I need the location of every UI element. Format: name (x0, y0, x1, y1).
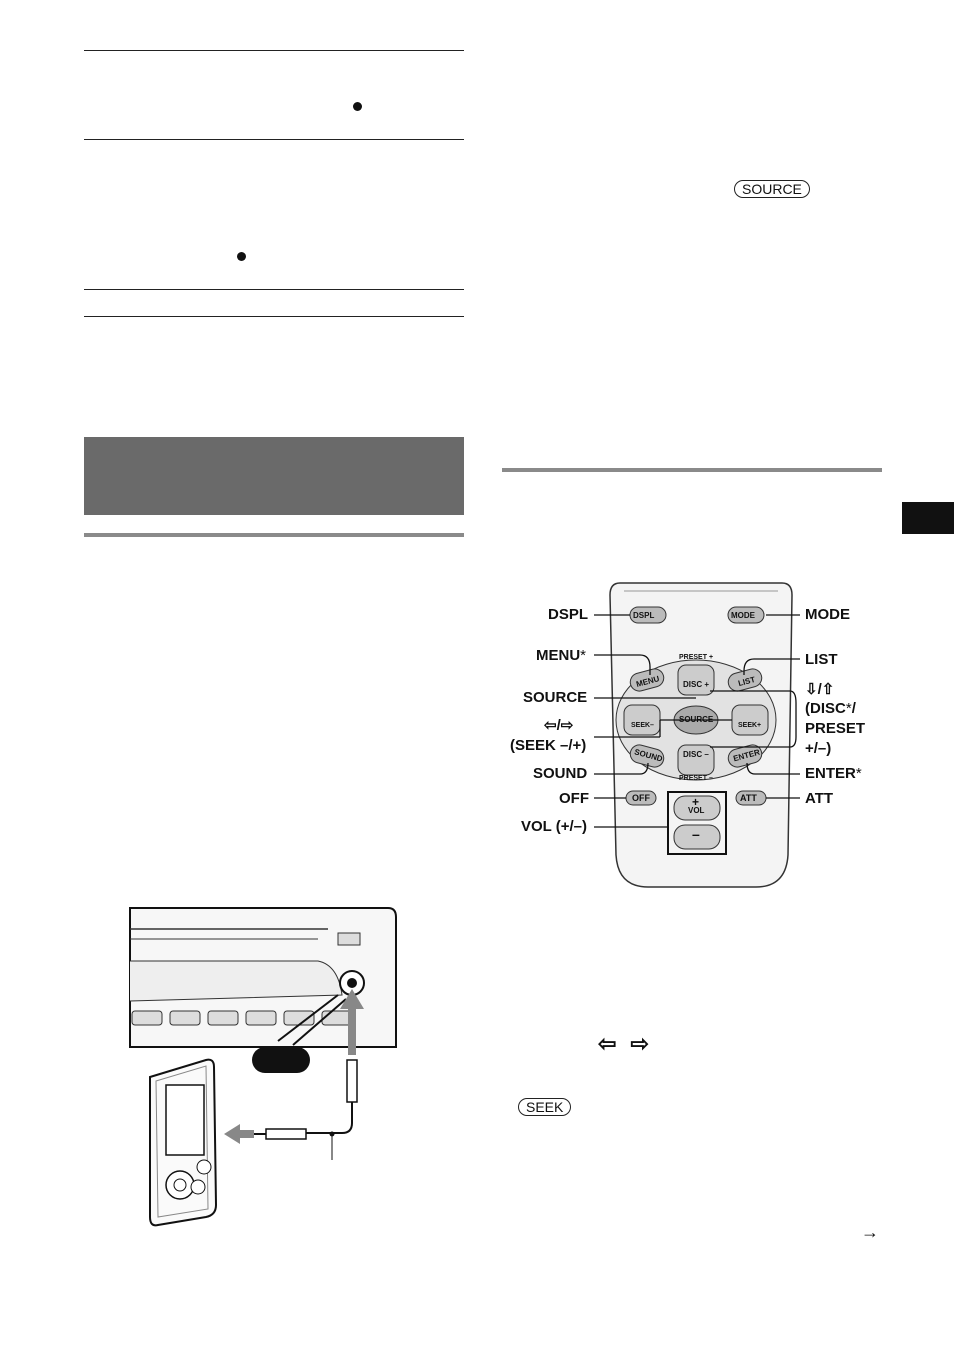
label-disc-slash: / (851, 700, 856, 717)
label-sound: SOUND (533, 765, 588, 782)
label-plus-minus: +/–) (805, 740, 832, 757)
table-rule-top (84, 50, 464, 51)
asterisk: * (855, 765, 862, 782)
remote-vol-plus: + (692, 795, 700, 809)
label-vol: VOL (+/–) (521, 818, 587, 835)
label-seek-arrows: ⇦/⇨ (544, 717, 574, 734)
table-rule (84, 139, 464, 140)
label-disc: (DISC*/ (805, 700, 856, 717)
asterisk: * (845, 700, 852, 717)
label-list: LIST (805, 651, 838, 668)
label-menu-text: MENU (536, 647, 581, 664)
side-tab (902, 502, 954, 534)
section-rule-left (84, 533, 464, 537)
remote-disc-minus-button: DISC – (683, 750, 709, 759)
label-dspl: DSPL (548, 606, 589, 623)
source-key: SOURCE (734, 180, 810, 198)
aux-connection-illustration (129, 907, 397, 1227)
label-menu: MENU* (536, 647, 586, 664)
label-preset: PRESET (805, 720, 866, 737)
bullet-dot (237, 252, 246, 261)
remote-disc-plus-button: DISC + (683, 680, 710, 689)
remote-seek-minus-button: SEEK– (631, 722, 654, 729)
label-enter-text: ENTER (805, 765, 856, 782)
label-enter: ENTER* (805, 765, 862, 782)
remote-vol-minus: – (692, 826, 700, 842)
label-source: SOURCE (523, 689, 588, 706)
label-disc-arrows: ⇩/⇧ (805, 681, 835, 698)
label-disc-text: (DISC (805, 700, 846, 717)
remote-mode-button: MODE (731, 611, 755, 620)
table-rule (84, 316, 464, 317)
bullet-dot (353, 102, 362, 111)
remote-seek-plus-button: SEEK+ (738, 722, 762, 729)
asterisk: * (580, 647, 587, 664)
remote-vol-button: VOL (688, 806, 705, 815)
table-rule (84, 289, 464, 290)
label-off: OFF (559, 790, 589, 807)
continue-arrow: → (861, 1222, 879, 1242)
body-arrows: ⇦ ⇨ (598, 1031, 653, 1056)
label-seek: (SEEK –/+) (510, 737, 587, 754)
seek-key: SEEK (518, 1098, 572, 1116)
remote-preset-plus-text: PRESET + (679, 654, 714, 661)
label-att: ATT (805, 790, 834, 807)
remote-att-button: ATT (740, 793, 757, 803)
remote-dspl-button: DSPL (633, 611, 655, 620)
label-mode: MODE (805, 606, 850, 623)
section-rule-right (502, 468, 882, 472)
remote-off-button: OFF (632, 793, 650, 803)
remote-preset-minus-text: PRESET – (679, 775, 713, 782)
remote-source-button: SOURCE (679, 715, 714, 724)
remote-illustration (594, 582, 800, 888)
section-banner (84, 437, 464, 515)
